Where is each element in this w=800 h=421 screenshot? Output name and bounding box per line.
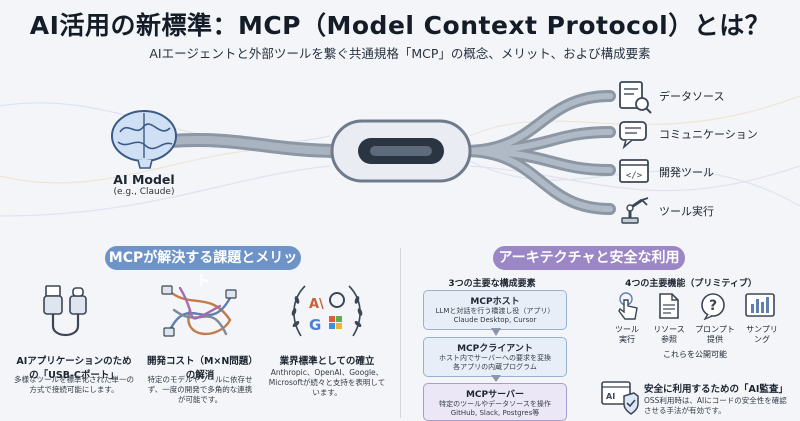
- mcp-client-title: MCPクライアント: [457, 344, 533, 354]
- robot-arm-icon: [621, 197, 649, 224]
- document-icon: [659, 293, 679, 319]
- mcp-server-title: MCPサーバー: [465, 390, 525, 400]
- benefit-3-title: 業界標準としての確立: [279, 356, 375, 367]
- mcp-host-line1: LLMと対話を行う橋渡し役（アプリ）: [435, 307, 555, 315]
- primitive-resource: リソース 参照: [653, 325, 685, 344]
- section-heading-benefits: MCPが解決する課題とメリット: [105, 246, 301, 290]
- section-heading-architecture: アーキテクチャと安全な利用: [493, 246, 685, 270]
- question-bubble-icon: ?: [701, 293, 725, 320]
- arrow-down-icon: [491, 328, 501, 336]
- mcp-client-line1: ホスト内でサーバーへの要求を変換: [439, 354, 551, 362]
- tool-label-datasource: データソース: [659, 90, 725, 103]
- primitive-prompt: プロンプト 提供: [695, 325, 735, 344]
- usb-c-connector-icon: [330, 119, 472, 183]
- components-heading: 3つの主要な構成要素: [448, 279, 536, 289]
- tangled-cables-icon: [161, 285, 237, 337]
- tool-label-communication: コミュニケーション: [659, 128, 758, 141]
- section-divider: [400, 248, 401, 418]
- page-subtitle: AIエージェントと外部ツールを繋ぐ共通規格「MCP」の概念、メリット、および構成…: [149, 46, 651, 61]
- svg-text:G: G: [309, 316, 321, 334]
- hero-illustration: </>: [0, 81, 800, 224]
- page-title: AI活用の新標準：MCP（Model Context Protocol）とは？: [29, 11, 771, 40]
- primitives-heading: 4つの主要機能（プリミティブ）: [625, 279, 757, 289]
- mcp-client-line2: 各アプリの内蔵プログラム: [453, 363, 537, 371]
- code-window-icon: </>: [619, 159, 649, 183]
- arrow-down-icon: [491, 375, 501, 382]
- primitives-note: これらを公開可能: [663, 350, 727, 359]
- tool-label-tool-exec: ツール実行: [659, 205, 714, 218]
- mcp-host-box: MCPホスト LLMと対話を行う橋渡し役（アプリ） Claude Desktop…: [423, 290, 567, 330]
- mcp-client-box: MCPクライアント ホスト内でサーバーへの要求を変換 各アプリの内蔵プログラム: [423, 337, 567, 377]
- svg-text:</>: </>: [626, 171, 643, 181]
- tool-label-devtools: 開発ツール: [659, 166, 714, 179]
- primitive-sampling: サンプリ ング: [746, 325, 778, 344]
- mcp-host-title: MCPホスト: [470, 297, 520, 307]
- ai-model-sub: (e.g., Claude): [113, 187, 175, 197]
- laurel-logos-icon: A\ G: [291, 285, 363, 337]
- svg-text:A\: A\: [309, 297, 324, 312]
- benefit-3-text: Anthropic、OpenAI、Google、Microsoftが続々と支持を…: [268, 368, 386, 397]
- ai-model-label: AI Model: [113, 172, 175, 187]
- audit-title: 安全に利用するための「AI監査」: [644, 384, 788, 395]
- database-search-icon: [619, 81, 652, 114]
- benefit-1-title: AIアプリケーションのための「USB-Cポート」: [16, 356, 132, 381]
- benefit-2-text: 特定のモデルやツールに依存せず、一度の開発で多角的な連携が可能です。: [147, 375, 253, 404]
- sampling-bars-icon: [745, 293, 775, 317]
- tap-hand-icon: [618, 292, 638, 320]
- chat-bubble-icon: [619, 121, 647, 150]
- mcp-host-line2: Claude Desktop, Cursor: [453, 316, 537, 324]
- benefit-2-title: 開発コスト（M×N問題）の解消: [146, 356, 254, 381]
- benefit-1-text: 多様なツールを標準化された単一の方式で接続可能にします。: [14, 375, 134, 394]
- ai-badge-text: AI: [606, 392, 616, 401]
- svg-text:?: ?: [709, 298, 717, 314]
- mcp-server-box: MCPサーバー 特定のツールやデータソースを操作 GitHub, Slack, …: [423, 383, 567, 421]
- brain-icon: [111, 110, 177, 169]
- mcp-server-line2: GitHub, Slack, Postgres等: [450, 409, 540, 417]
- audit-text: OSS利用時は、AIにコードの安全性を確認させる手法が有効です。: [644, 396, 787, 415]
- ai-shield-icon: [601, 381, 639, 415]
- usb-cable-icon: [43, 285, 87, 337]
- primitive-tool: ツール 実行: [615, 325, 639, 344]
- mcp-server-line1: 特定のツールやデータソースを操作: [439, 400, 551, 408]
